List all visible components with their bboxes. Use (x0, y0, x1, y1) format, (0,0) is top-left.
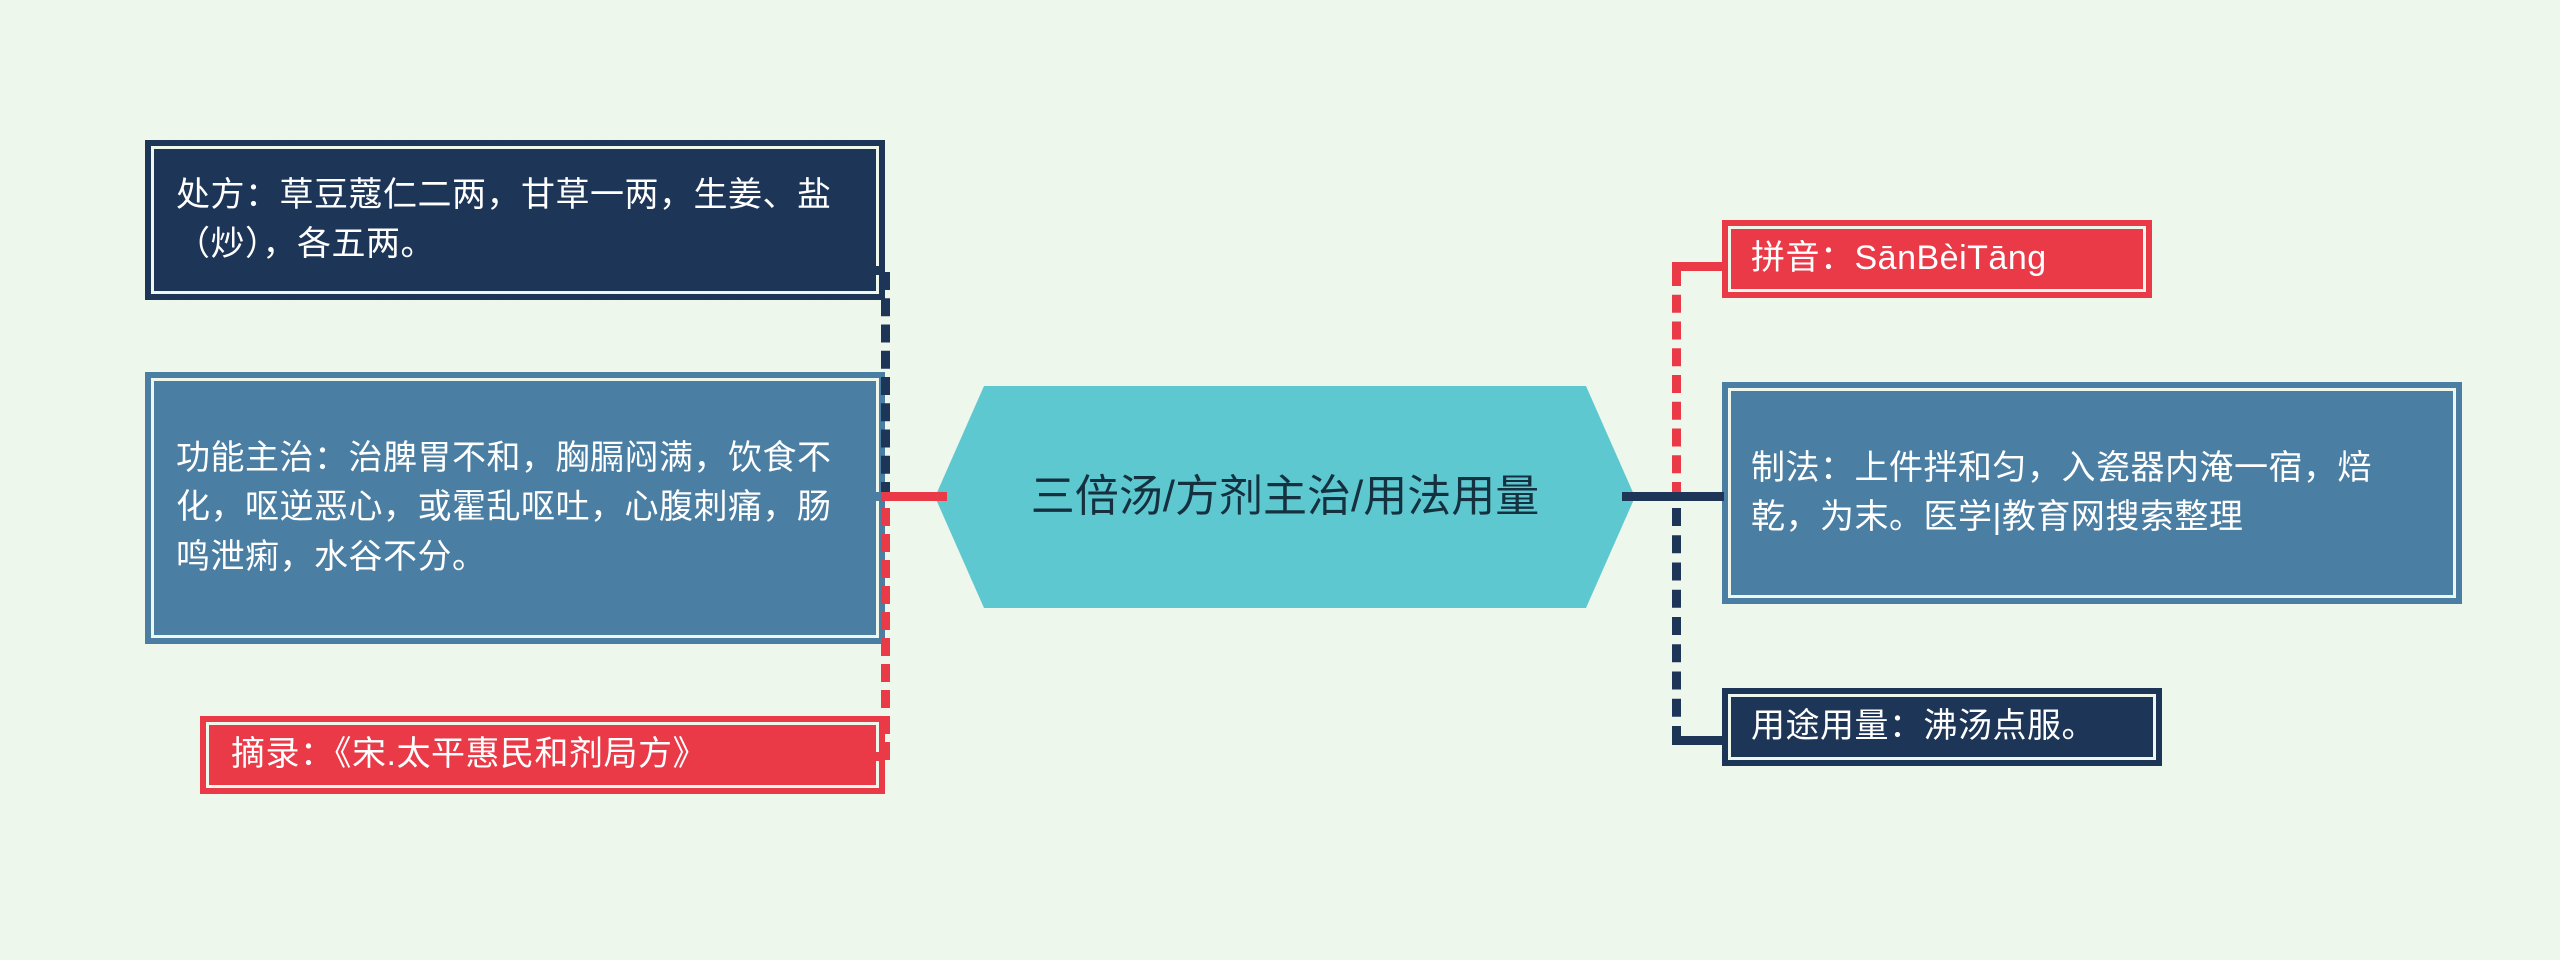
node-prescription-label: 处方：草豆蔻仁二两，甘草一两，生姜、盐（炒），各五两。 (176, 175, 832, 263)
connector-stub-dosage (1672, 736, 1724, 745)
connector-left-lower-vertical (881, 508, 890, 760)
center-node[interactable]: 三倍汤/方剂主治/用法用量 (935, 386, 1635, 608)
connector-right-lower-vertical (1672, 508, 1681, 744)
connector-stub-source (835, 752, 883, 761)
connector-left-upper-vertical (881, 272, 890, 500)
connector-stub-pinyin (1672, 262, 1724, 271)
center-node-label: 三倍汤/方剂主治/用法用量 (1030, 472, 1540, 521)
node-indications[interactable]: 功能主治：治脾胃不和，胸膈闷满，饮食不化，呕逆恶心，或霍乱呕吐，心腹刺痛，肠鸣泄… (145, 372, 885, 644)
connector-stub-prescription (835, 266, 883, 275)
node-method[interactable]: 制法：上件拌和匀，入瓷器内淹一宿，焙乾，为末。医学|教育网搜索整理 (1722, 382, 2462, 604)
connector-stub-method (1622, 492, 1724, 501)
node-prescription[interactable]: 处方：草豆蔻仁二两，甘草一两，生姜、盐（炒），各五两。 (145, 140, 885, 300)
node-source[interactable]: 摘录：《宋.太平惠民和剂局方》 (200, 716, 885, 794)
node-source-label: 摘录：《宋.太平惠民和剂局方》 (231, 735, 707, 774)
node-dosage-label: 用途用量：沸汤点服。 (1751, 707, 2096, 746)
node-pinyin-label: 拼音：SānBèiTāng (1751, 239, 2047, 278)
node-method-label: 制法：上件拌和匀，入瓷器内淹一宿，焙乾，为末。医学|教育网搜索整理 (1751, 448, 2372, 536)
connector-stub-center-left (881, 492, 947, 501)
node-dosage[interactable]: 用途用量：沸汤点服。 (1722, 688, 2162, 766)
node-indications-label: 功能主治：治脾胃不和，胸膈闷满，饮食不化，呕逆恶心，或霍乱呕吐，心腹刺痛，肠鸣泄… (176, 439, 832, 576)
node-pinyin[interactable]: 拼音：SānBèiTāng (1722, 220, 2152, 298)
connector-right-upper-vertical (1672, 268, 1681, 500)
